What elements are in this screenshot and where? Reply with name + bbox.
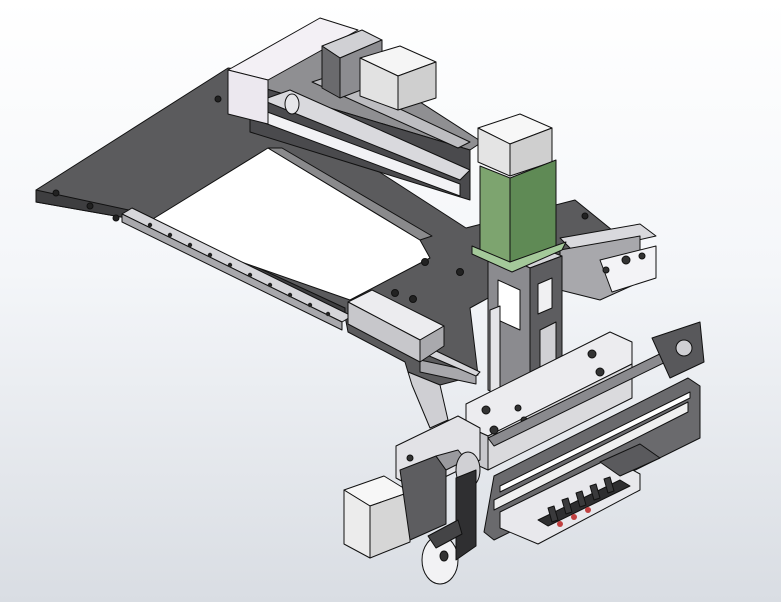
- z-axis-stepper-motor[interactable]: [471, 113, 567, 273]
- x-axis-stepper-motor[interactable]: [321, 29, 437, 111]
- gripper-array[interactable]: [499, 443, 661, 545]
- belt-pulley[interactable]: [421, 451, 481, 585]
- rotary-stepper-motor[interactable]: [343, 449, 467, 559]
- rail-carriage[interactable]: [347, 289, 445, 363]
- y-linear-guide-rail[interactable]: [121, 207, 481, 385]
- x-axis-end-bracket[interactable]: [227, 17, 359, 125]
- side-linear-module[interactable]: [559, 223, 657, 301]
- x-axis-linear-module[interactable]: [249, 43, 483, 201]
- guide-rod[interactable]: [487, 321, 705, 447]
